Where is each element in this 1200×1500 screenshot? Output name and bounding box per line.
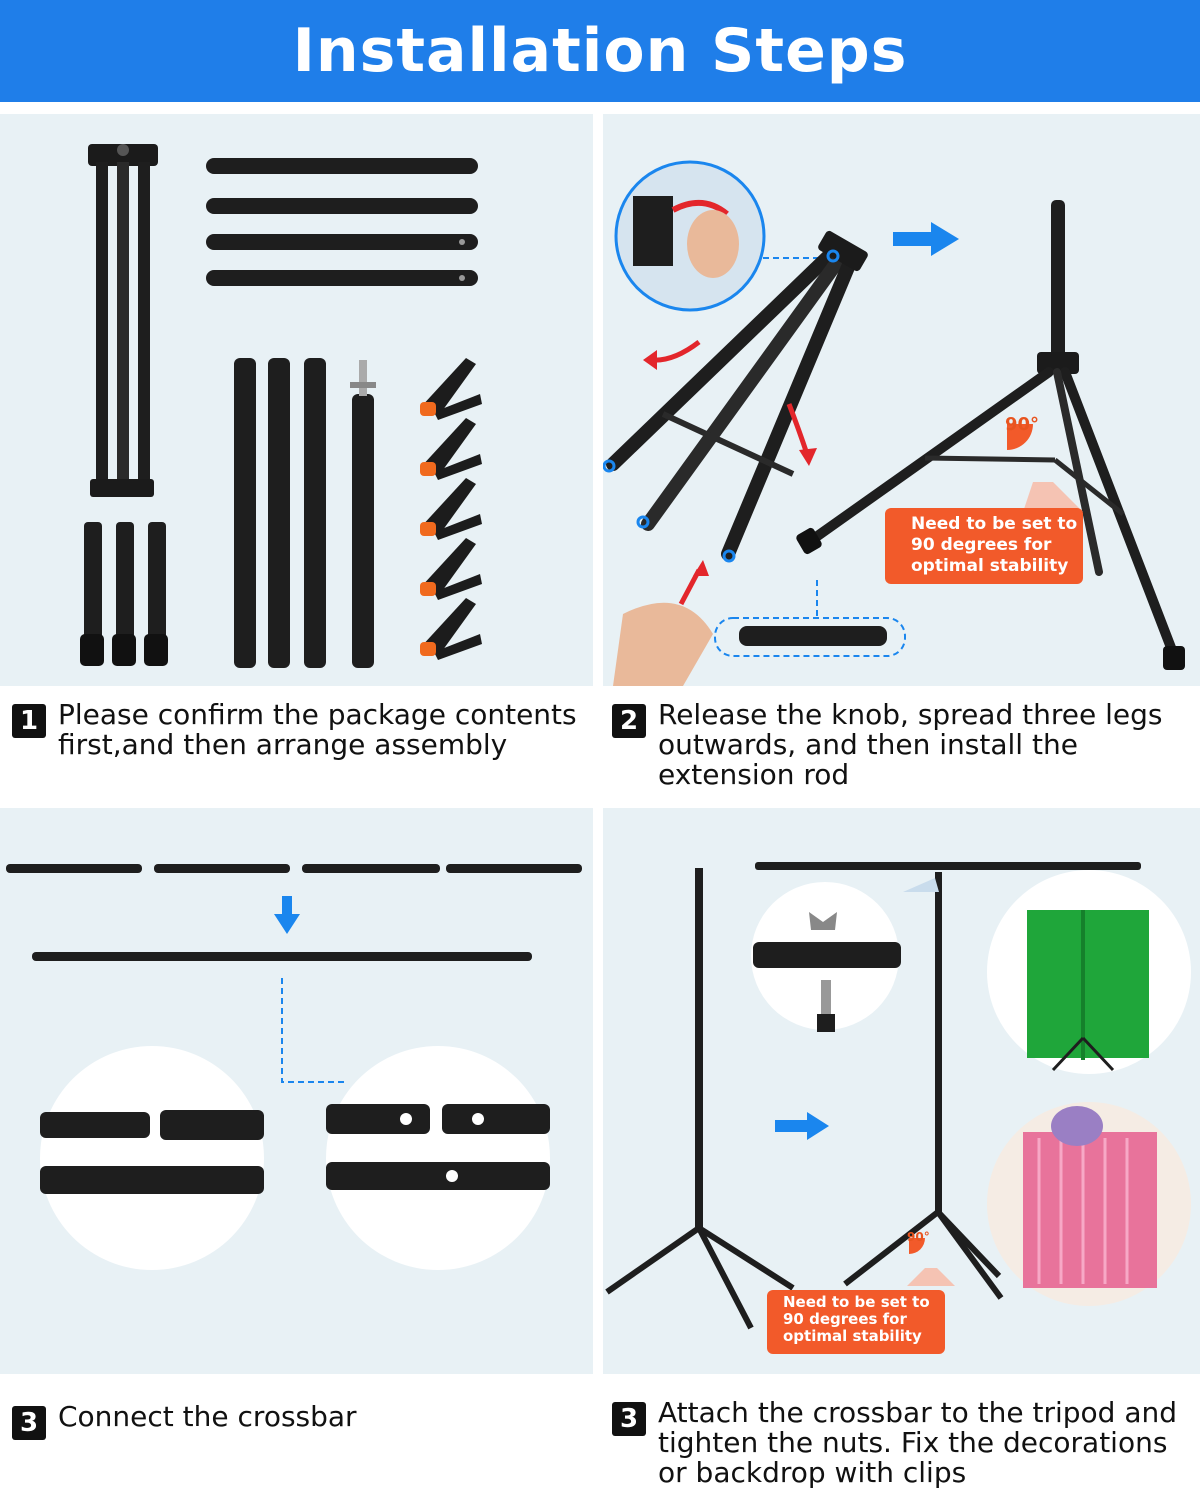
assembled-stand bbox=[843, 872, 1004, 1300]
curved-arrow-icon bbox=[643, 340, 817, 606]
extension-rod-zoom bbox=[714, 580, 906, 657]
angle-label: 90° bbox=[1005, 414, 1040, 435]
clip-icon bbox=[420, 478, 482, 540]
folded-tripod bbox=[88, 144, 158, 497]
top-crossbar bbox=[755, 862, 1141, 870]
step-4-text: Attach the crossbar to the tripod and ti… bbox=[658, 1396, 1177, 1489]
step-2-caption: 2 Release the knob, spread three legs ou… bbox=[612, 700, 1192, 790]
step-1-caption: 1 Please confirm the package contents fi… bbox=[12, 700, 592, 760]
spread-legs-illustration bbox=[603, 160, 1185, 686]
party-curtain-thumbnail bbox=[987, 1102, 1191, 1306]
panel-connect-crossbar bbox=[0, 808, 593, 1374]
step-3-caption: 3 Connect the crossbar bbox=[12, 1402, 592, 1440]
arrow-down-icon bbox=[274, 896, 300, 934]
attach-crossbar-illustration bbox=[605, 862, 1191, 1330]
step-1-badge: 1 bbox=[12, 704, 46, 738]
panel-attach-crossbar: 90° Need to be set to 90 degrees for opt… bbox=[603, 808, 1200, 1374]
step-2-text: Release the knob, spread three legs outw… bbox=[658, 698, 1163, 791]
angle-label: 90° bbox=[907, 1230, 930, 1244]
separate-crossbar-tubes bbox=[6, 864, 582, 873]
step-4-caption: 3 Attach the crossbar to the tripod and … bbox=[612, 1398, 1192, 1488]
clip-icon bbox=[420, 598, 482, 660]
connector-zoom-left bbox=[40, 1046, 264, 1270]
stability-note-text: Need to be set to 90 degrees for optimal… bbox=[911, 514, 1078, 576]
package-contents-illustration bbox=[80, 144, 482, 668]
clip-icon bbox=[420, 538, 482, 600]
connector-zoom-right bbox=[326, 1046, 550, 1270]
connect-crossbar-illustration bbox=[6, 864, 582, 1270]
page-title: Installation Steps bbox=[292, 16, 908, 86]
clip-icon bbox=[420, 358, 482, 420]
step-3-badge: 3 bbox=[12, 1406, 46, 1440]
green-backdrop-thumbnail bbox=[987, 870, 1191, 1074]
step-3-text: Connect the crossbar bbox=[58, 1400, 357, 1433]
hand bbox=[613, 602, 713, 686]
stability-note: Need to be set to 90 degrees for optimal… bbox=[885, 508, 1083, 584]
joined-crossbar bbox=[32, 952, 532, 961]
panel-spread-legs: 90° Need to be set to 90 degrees for opt… bbox=[603, 114, 1200, 686]
stability-note-text: Need to be set to 90 degrees for optimal… bbox=[783, 1293, 930, 1345]
arrow-right-icon bbox=[893, 222, 959, 256]
header-banner: Installation Steps bbox=[0, 0, 1200, 102]
wing-nut-zoom bbox=[751, 878, 939, 1032]
wing-nut-icon bbox=[809, 912, 837, 930]
clip-icon bbox=[420, 418, 482, 480]
tripod-feet bbox=[80, 522, 168, 666]
crossbar-tubes bbox=[206, 158, 478, 286]
step-4-badge: 3 bbox=[612, 1402, 646, 1436]
stability-note: Need to be set to 90 degrees for optimal… bbox=[767, 1290, 945, 1354]
tripod-with-rods bbox=[605, 868, 795, 1330]
panel-package-contents bbox=[0, 114, 593, 686]
spring-clips bbox=[420, 358, 482, 660]
standing-tripod bbox=[796, 200, 1185, 670]
step-2-badge: 2 bbox=[612, 704, 646, 738]
step-1-text: Please confirm the package contents firs… bbox=[58, 698, 577, 761]
knob-zoom-circle bbox=[614, 160, 831, 312]
arrow-right-icon bbox=[775, 1112, 829, 1140]
extension-rods bbox=[234, 358, 376, 668]
